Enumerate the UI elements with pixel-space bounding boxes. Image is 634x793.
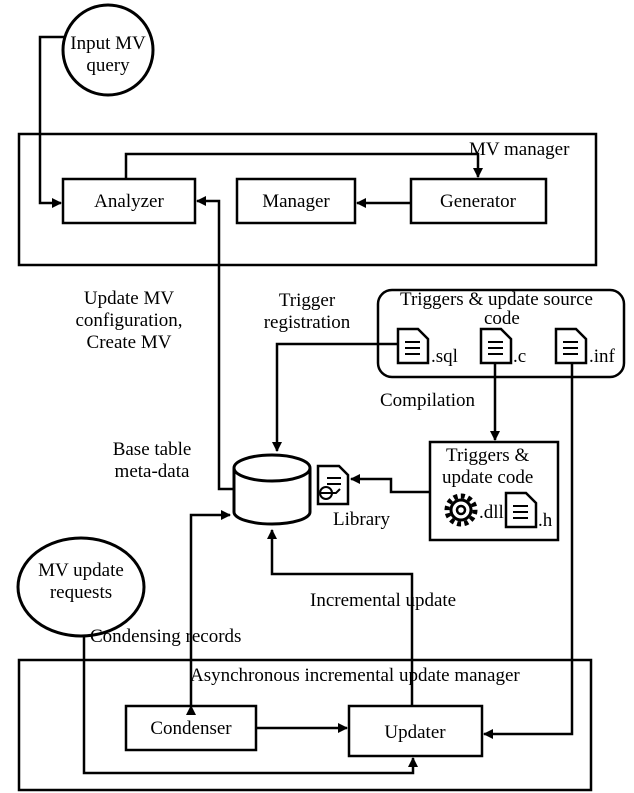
trigger-registration-label-2: registration	[264, 312, 351, 333]
input-query-label-1: Input MV	[70, 33, 146, 54]
mv-manager-container	[17, 132, 598, 267]
update-config-label-1: Update MV	[84, 288, 175, 309]
manager-label: Manager	[262, 191, 330, 212]
incremental-update-label: Incremental update	[310, 590, 456, 611]
triggers-code-title-1: Triggers &	[446, 445, 529, 466]
async-manager-label: Asynchronous incremental update manager	[190, 665, 520, 686]
base-table-label-1: Base table	[113, 439, 192, 460]
edge-sql-to-db	[272, 342, 398, 452]
update-config-label-3: Create MV	[87, 332, 172, 353]
edge-db-condenser	[186, 510, 231, 715]
library-icon	[316, 464, 350, 506]
triggers-source-container	[376, 288, 626, 379]
condenser-label: Condenser	[150, 718, 232, 739]
c-file-icon	[479, 327, 513, 365]
h-file-label: .h	[538, 510, 553, 531]
condensing-records-label: Condensing records	[90, 626, 241, 647]
edge-analyzer-to-generator	[124, 152, 483, 179]
edge-updater-to-db	[267, 529, 414, 706]
compilation-label: Compilation	[380, 390, 476, 411]
update-requests-node	[16, 536, 146, 638]
edge-inf-to-updater	[483, 363, 574, 739]
h-file-icon	[504, 491, 538, 529]
base-table-label-2: meta-data	[115, 461, 190, 482]
sql-file-label: .sql	[431, 346, 458, 367]
generator-box	[409, 177, 548, 225]
edge-db-to-analyzer	[196, 196, 234, 491]
updater-label: Updater	[384, 722, 446, 743]
dll-file-label: .dll	[479, 502, 504, 523]
edge-code-to-library	[350, 474, 430, 494]
analyzer-label: Analyzer	[94, 191, 164, 212]
input-query-label-2: query	[86, 55, 130, 76]
edge-requests-to-updater	[82, 636, 418, 775]
inf-file-label: .inf	[589, 346, 616, 367]
dll-gear-icon	[444, 493, 478, 527]
manager-box	[235, 177, 357, 225]
mv-manager-label: MV manager	[469, 139, 570, 160]
edge-input-to-analyzer	[38, 35, 65, 208]
triggers-source-title-2: code	[484, 308, 520, 329]
generator-label: Generator	[440, 191, 517, 212]
sql-file-icon	[396, 327, 430, 365]
update-requests-label-1: MV update	[38, 560, 124, 581]
c-file-label: .c	[513, 346, 526, 367]
updater-box	[347, 704, 484, 758]
async-manager-container	[17, 658, 593, 792]
triggers-source-title-1: Triggers & update source	[400, 289, 593, 310]
update-config-label-2: configuration,	[75, 310, 182, 331]
update-requests-label-2: requests	[50, 582, 112, 603]
library-label: Library	[333, 509, 390, 530]
input-query-node	[61, 3, 155, 97]
triggers-code-title-2: update code	[442, 467, 533, 488]
inf-file-icon	[554, 327, 588, 365]
analyzer-box	[61, 177, 197, 225]
database-icon	[232, 453, 312, 526]
trigger-registration-label-1: Trigger	[279, 290, 336, 311]
